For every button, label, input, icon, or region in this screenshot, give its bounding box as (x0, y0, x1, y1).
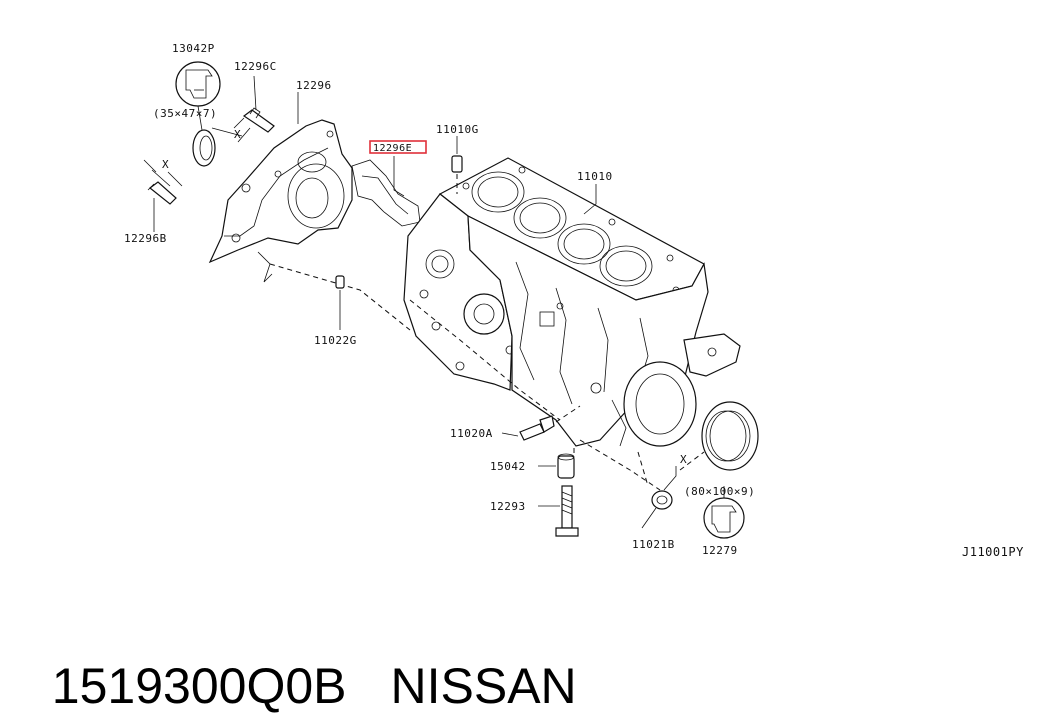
callout-11010: 11010 (577, 170, 613, 183)
callout-11022G: 11022G (314, 334, 357, 347)
bolt-12293 (538, 485, 579, 537)
callout-seal-small-size: (35×47×7) (153, 107, 217, 120)
x-mark-right: X (680, 453, 687, 466)
gasket-12296E (351, 159, 421, 227)
rear-cover-12296 (208, 119, 411, 331)
dowel-15042 (538, 448, 575, 479)
callout-11021B: 11021B (632, 538, 675, 551)
x-mark-left: X (162, 158, 169, 171)
brand-name: NISSAN (390, 658, 577, 714)
front-oil-seal (175, 61, 243, 167)
callout-11010G: 11010G (436, 123, 479, 136)
x-mark-seal: X (234, 128, 241, 141)
callout-13042P: 13042P (172, 42, 215, 55)
dowel-11022G (335, 275, 345, 330)
callout-seal-large-size: (80×100×9) (684, 485, 755, 498)
callout-12296C: 12296C (234, 60, 277, 73)
figure-code: J11001PY (962, 545, 1024, 559)
callout-12296B: 12296B (124, 232, 167, 245)
bolt-12296C (233, 75, 275, 143)
dowel-11010G (451, 136, 463, 194)
rear-oil-seal (679, 401, 759, 539)
callout-12296E[interactable]: 12296E (373, 143, 412, 154)
callout-15042: 15042 (490, 460, 526, 473)
callout-12296: 12296 (296, 79, 332, 92)
leader-lines (297, 92, 677, 491)
bolt-12296B (143, 159, 183, 232)
callout-12293: 12293 (490, 500, 526, 513)
highlight-box[interactable] (369, 140, 427, 154)
callout-12279: 12279 (702, 544, 738, 557)
part-caption: 1519300Q0B NISSAN (24, 596, 577, 716)
bolt-11020A (501, 405, 581, 441)
parts-diagram: 13042P 12296C 12296 (35×47×7) X X 12296B… (124, 42, 1024, 559)
part-number: 1519300Q0B (51, 658, 347, 714)
plug-11021B (641, 490, 673, 529)
cylinder-block-11010 (403, 157, 741, 491)
callout-11020A: 11020A (450, 427, 493, 440)
